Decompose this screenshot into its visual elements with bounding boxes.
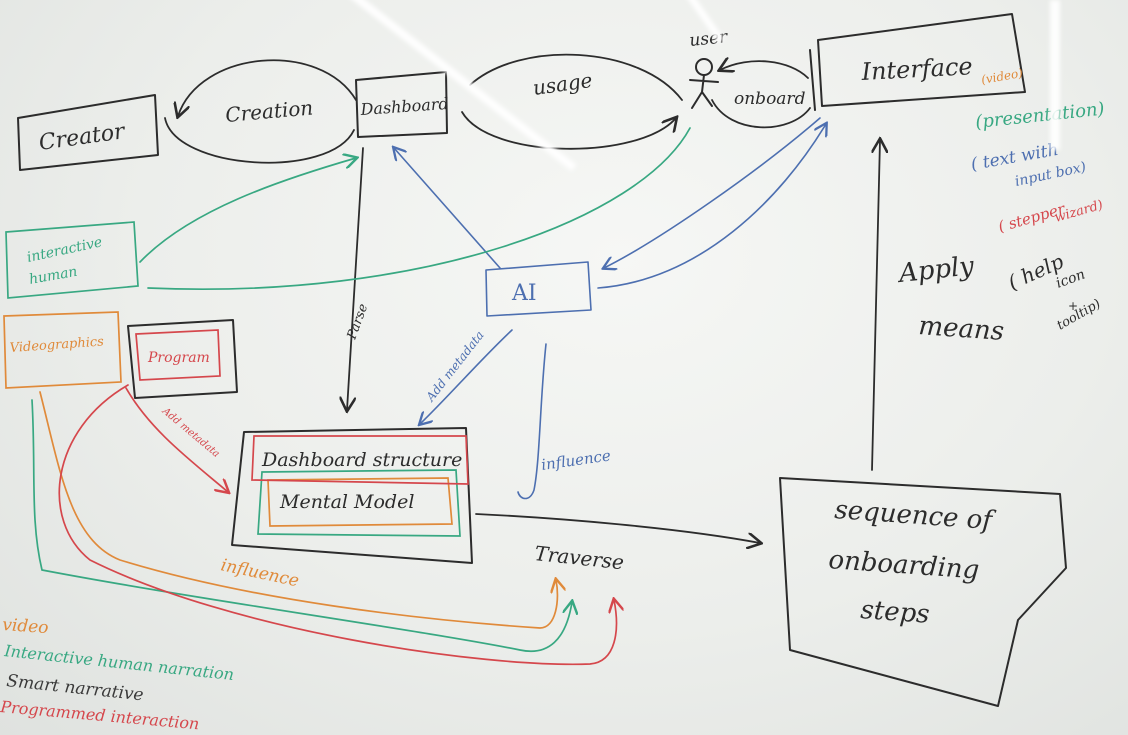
creation-return-arc: [164, 117, 355, 164]
ai-to-dashboard-arrow: [394, 148, 501, 269]
add-metadata-orange-label: Add metadata: [159, 405, 221, 460]
red-influence-line: [58, 384, 616, 666]
apply-means-label-line1: Apply: [896, 251, 976, 289]
add-metadata-arrow: [420, 329, 513, 424]
program-inner-box: [135, 329, 221, 381]
apply-means-label-line2: means: [918, 311, 1006, 347]
dashboard-structure-inner-box: [251, 435, 469, 485]
mental-model-box: [267, 477, 453, 527]
usage-arc-top: [469, 53, 683, 101]
ai-label: AI: [511, 281, 537, 306]
ai-to-interface-arrow: [597, 124, 826, 289]
help-note-line4: tooltip): [1055, 297, 1104, 334]
parse-label: Parse: [344, 302, 371, 343]
dashboard-label: Dashboard: [359, 94, 449, 119]
interface-to-ai-arrow: [604, 117, 821, 268]
interface-box: [809, 13, 1026, 111]
usage-arc-bottom: [461, 111, 676, 150]
legend-item-video: video: [2, 615, 50, 638]
influence-orange-label: influence: [219, 555, 301, 591]
sequence-label-line3: steps: [860, 595, 931, 630]
model-to-sequence-arrow: [475, 513, 760, 543]
user-to-interactive-arrow: [147, 127, 691, 291]
help-note-line3: +: [1068, 299, 1078, 313]
dashboard-structure-label: Dashboard structure: [261, 449, 462, 471]
program-label: Program: [147, 350, 210, 366]
interface-label: Interface: [860, 52, 973, 86]
ai-box: [485, 261, 592, 317]
interactive-human-label-line1: interactive: [26, 234, 104, 266]
sequence-label-line1: sequence of: [834, 495, 998, 536]
videographics-label: Videographics: [9, 334, 104, 356]
orange-influence-line: [39, 391, 557, 629]
mental-model-label: Mental Model: [279, 491, 414, 513]
add-metadata-label: Add metadata: [423, 328, 487, 404]
dashboard-structure-outer-box: [231, 427, 473, 564]
program-outer-box: [127, 319, 238, 399]
apply-means-arrow: [871, 140, 880, 471]
presentation-note: (presentation): [974, 99, 1105, 133]
black-labels: Creator Creation Dashboard usage user on…: [37, 27, 1005, 630]
presentation-inner-box: [257, 469, 461, 537]
videographics-box: [3, 311, 122, 389]
blue-labels: AI Add metadata influence ( text with in…: [423, 140, 1088, 474]
light-glare: [1050, 0, 1060, 150]
sequence-label-line2: onboarding: [828, 545, 981, 585]
onboard-label: onboard: [734, 89, 806, 109]
interactive-to-dashboard-arrow: [139, 158, 356, 263]
interactive-human-label-line2: human: [28, 264, 79, 288]
influence-blue-label: influence: [540, 446, 612, 474]
creator-label: Creator: [37, 119, 127, 156]
creation-arc: [178, 59, 357, 116]
legend: video Interactive human narration Smart …: [0, 615, 235, 733]
help-icon-note: ( help icon + tooltip): [1004, 249, 1103, 334]
onboard-arc-top: [720, 61, 809, 79]
creation-label: Creation: [224, 95, 314, 127]
influence-arrow: [517, 343, 547, 500]
green-influence-line: [31, 399, 572, 652]
interactive-human-box: [5, 221, 139, 299]
usage-label: usage: [531, 68, 593, 100]
dashboard-box: [355, 71, 448, 138]
sequence-box: [779, 477, 1067, 707]
onboard-arc-bottom: [711, 99, 811, 129]
program-metadata-arrow: [125, 387, 228, 492]
user-icon: [689, 58, 719, 109]
traverse-label: Traverse: [533, 541, 625, 574]
creator-box: [17, 94, 159, 171]
legend-item-programmed: Programmed interaction: [0, 697, 200, 733]
video-note: (video): [980, 66, 1024, 87]
orange-labels: Videographics (video) influence: [9, 66, 1024, 592]
